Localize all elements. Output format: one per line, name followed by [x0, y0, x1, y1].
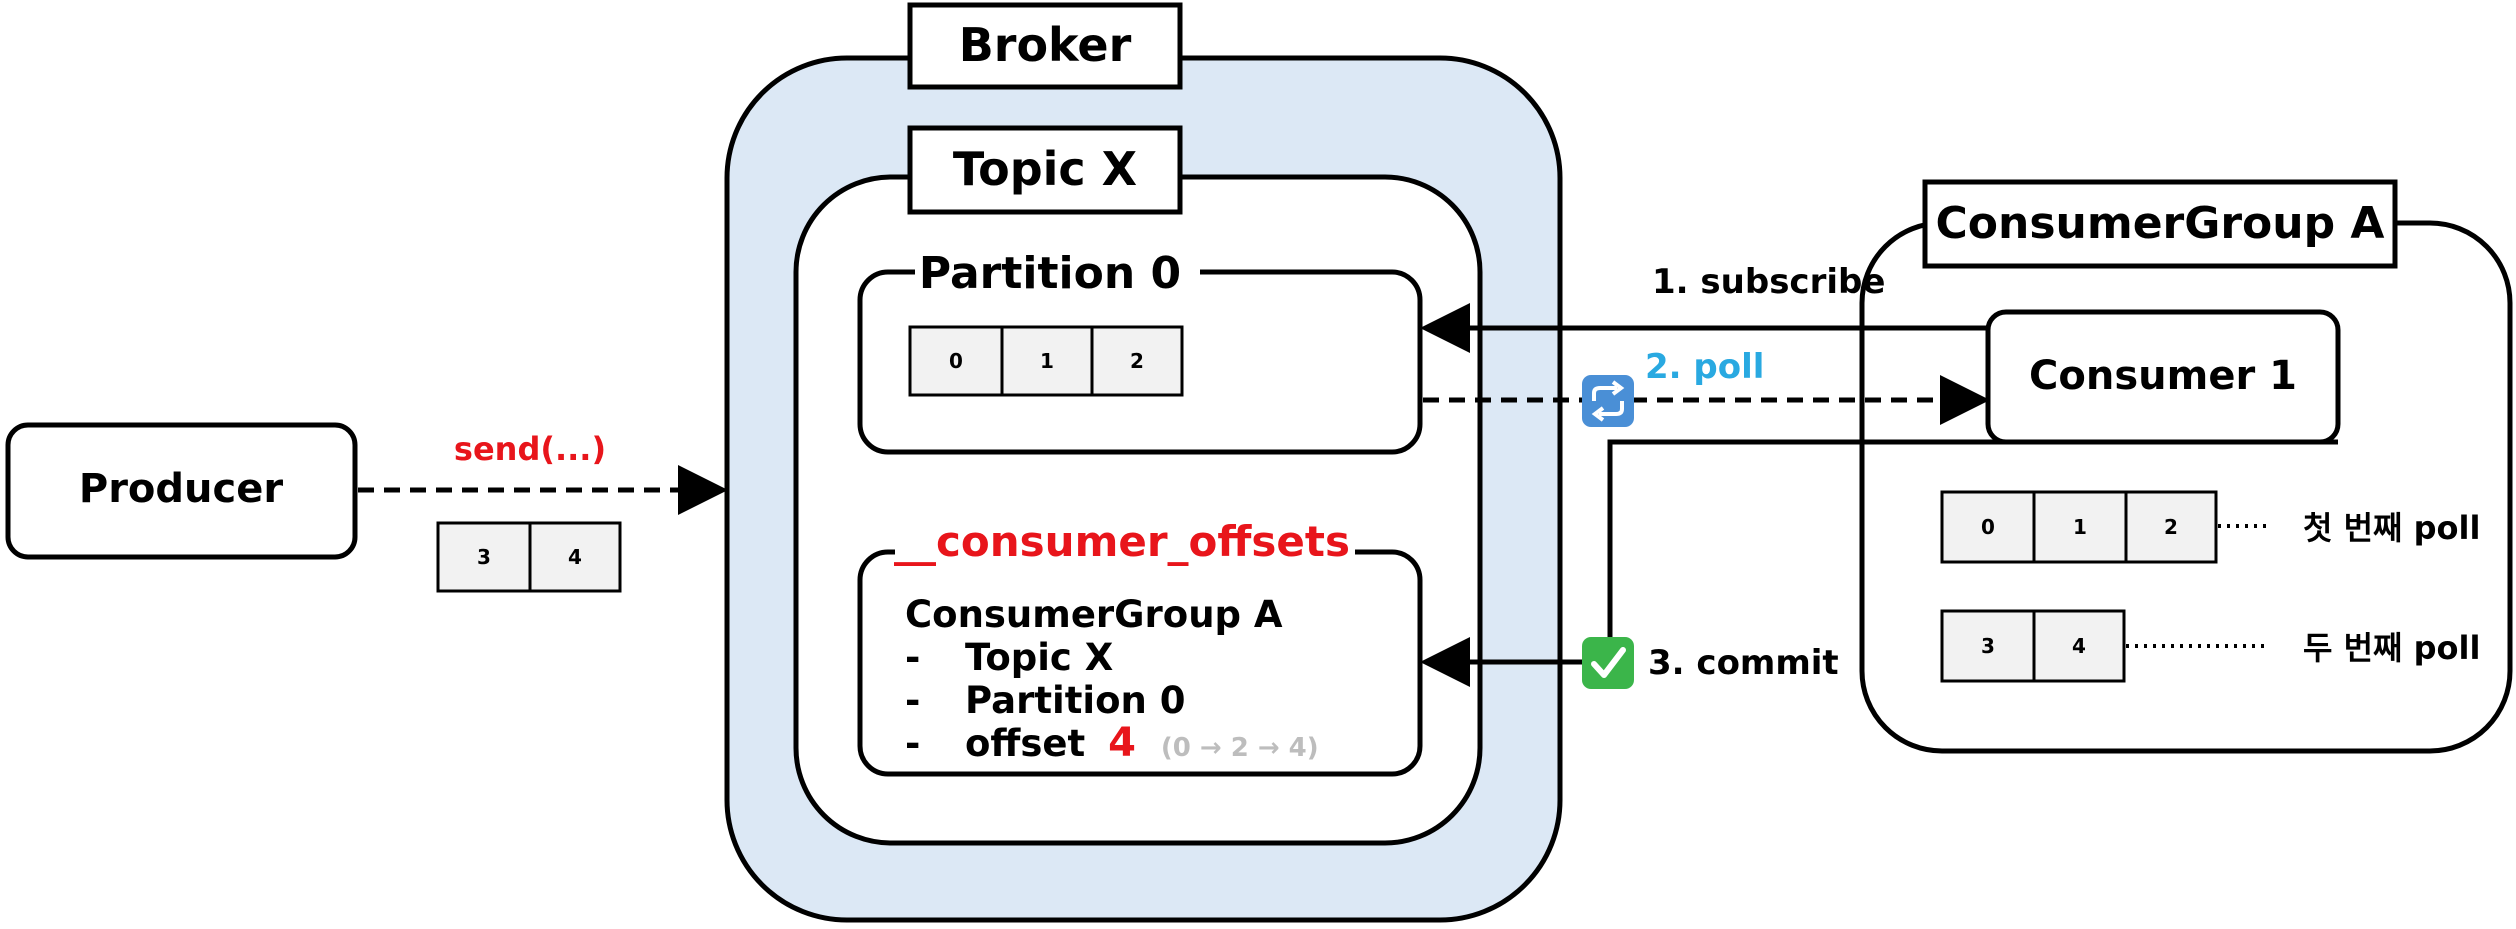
first-poll-record-0: 0: [1981, 515, 1995, 539]
partition-label: Partition 0: [919, 248, 1181, 299]
second-poll-label: 두 번째 poll: [2303, 629, 2480, 667]
offsets-topic-title: __consumer_offsets: [894, 517, 1350, 566]
first-poll-record-cell: [2124, 490, 2218, 564]
producer-box: [5, 422, 358, 560]
offsets-entry-offset-line: offset 4 (0 → 2 → 4): [965, 720, 1319, 766]
second-poll-records: 3 4: [1940, 609, 2126, 683]
commit-line: [1607, 439, 2338, 662]
sent-record-3: 3: [477, 545, 491, 569]
offsets-entry-dash: -: [905, 636, 920, 679]
send-label: send(...): [454, 430, 606, 468]
partition-record-cell: [1000, 325, 1094, 397]
second-poll-record-4: 4: [2072, 634, 2086, 658]
partition-record-cell: [908, 325, 1004, 397]
repeat-arrows-icon: [1582, 375, 1634, 427]
topic-label-box: [907, 125, 1183, 215]
sent-record-cell: [436, 521, 532, 593]
first-poll-record-cell: [2032, 490, 2128, 564]
offsets-entry-partition: Partition 0: [965, 679, 1185, 722]
offset-history: (0 → 2 → 4): [1161, 733, 1319, 763]
consumer-label: Consumer 1: [2029, 353, 2297, 399]
offsets-entry-dash: -: [905, 722, 920, 765]
consumer-group-label-box: [1922, 179, 2398, 269]
subscribe-label: 1. subscribe: [1652, 262, 1885, 302]
check-mark-icon: [1582, 637, 1634, 689]
partition-record-2: 2: [1130, 349, 1144, 373]
offsets-entry-group: ConsumerGroup A: [905, 593, 1283, 636]
first-poll-records: 0 1 2: [1940, 490, 2218, 564]
offsets-entry: ConsumerGroup A - Topic X - Partition 0 …: [905, 593, 1319, 766]
first-poll-label: 첫 번째 poll: [2303, 509, 2480, 547]
second-poll-record-cell: [1940, 609, 2036, 683]
commit-label: 3. commit: [1648, 643, 1839, 683]
broker-label: Broker: [959, 18, 1132, 72]
sent-records: 3 4: [436, 521, 622, 593]
second-poll-record-cell: [2032, 609, 2126, 683]
producer-label: Producer: [79, 466, 283, 512]
poll-label: 2. poll: [1645, 347, 1764, 387]
partition-label-gap: [915, 258, 1200, 286]
sent-record-cell: [528, 521, 622, 593]
second-poll-record-3: 3: [1981, 634, 1995, 658]
sent-record-4: 4: [568, 545, 582, 569]
partition-record-cell: [1090, 325, 1184, 397]
offsets-entry-topic: Topic X: [965, 636, 1113, 679]
first-poll-record-2: 2: [2164, 515, 2178, 539]
partition-record-1: 1: [1040, 349, 1054, 373]
first-poll-record-1: 1: [2073, 515, 2087, 539]
partition-record-0: 0: [949, 349, 963, 373]
consumer-group-label: ConsumerGroup A: [1936, 198, 2385, 249]
first-poll-record-cell: [1940, 490, 2036, 564]
partition-records: 0 1 2: [908, 325, 1184, 397]
offsets-entry-dash: -: [905, 679, 920, 722]
broker-label-box: [907, 2, 1183, 90]
offset-value: 4: [1108, 720, 1136, 766]
topic-label: Topic X: [953, 142, 1137, 196]
offsets-label-gap: [895, 520, 1355, 572]
offset-label: offset: [965, 722, 1085, 765]
